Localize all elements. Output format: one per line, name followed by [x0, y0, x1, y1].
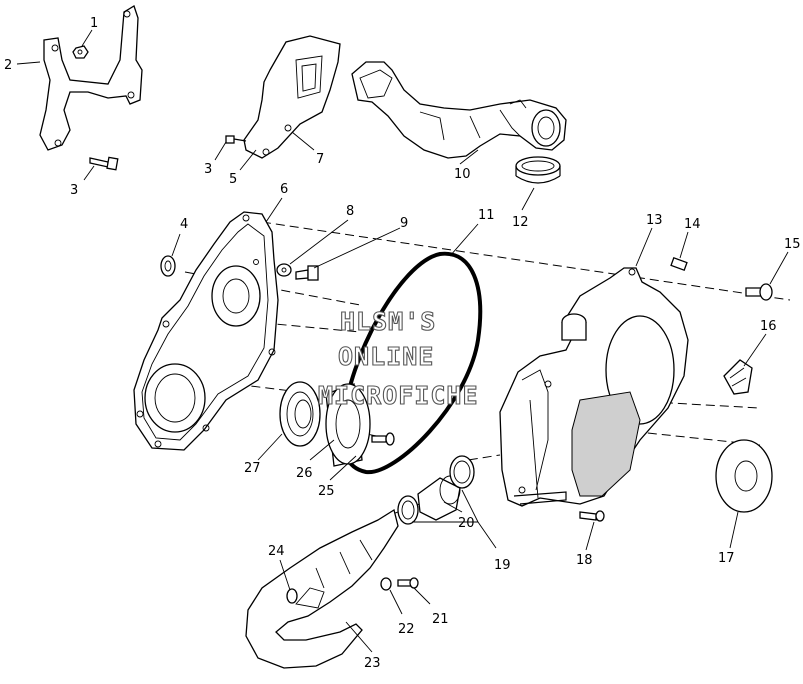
callout-16: 16	[760, 319, 777, 334]
callout-7: 7	[316, 152, 324, 167]
seal-part-27	[279, 381, 321, 447]
callout-1: 1	[90, 16, 98, 31]
callout-23: 23	[364, 656, 381, 671]
callout-24: 24	[268, 544, 285, 559]
callout-15: 15	[784, 237, 801, 252]
outlet-duct-part-23	[245, 508, 399, 669]
washer-part-4	[160, 255, 176, 277]
watermark-line-2: ONLINE	[338, 342, 434, 371]
cover-plate-part-5	[243, 35, 341, 159]
callout-3-lower: 3	[70, 183, 78, 198]
callout-17: 17	[718, 551, 735, 566]
callout-4: 4	[180, 217, 188, 232]
callout-5: 5	[229, 172, 237, 187]
callout-21: 21	[432, 612, 449, 627]
callout-22: 22	[398, 622, 415, 637]
callout-12: 12	[512, 215, 529, 230]
callout-13: 13	[646, 213, 663, 228]
watermark-line-3: MICROFICHE	[318, 381, 479, 410]
callout-8: 8	[346, 204, 354, 219]
callout-9: 9	[400, 216, 408, 231]
bolt-part-15	[745, 283, 773, 301]
coupler-part-20	[417, 475, 461, 521]
bolt-part-25	[371, 432, 395, 446]
callout-18: 18	[576, 553, 593, 568]
bolt-part-3-lower	[89, 156, 119, 171]
bracket-part-16	[723, 359, 753, 395]
callout-27: 27	[244, 461, 261, 476]
inner-cover-part-6	[133, 211, 279, 451]
callout-25: 25	[318, 484, 335, 499]
washer-part-8	[276, 263, 292, 277]
clamp-part-19a	[449, 455, 475, 489]
callout-14: 14	[684, 217, 701, 232]
callout-20: 20	[458, 516, 475, 531]
drum-part-26	[325, 383, 371, 467]
callout-3-upper: 3	[204, 162, 212, 177]
bolt-part-21	[397, 577, 419, 589]
callout-11: 11	[478, 208, 495, 223]
washer-part-24	[286, 588, 298, 604]
intake-duct-part-10	[351, 61, 567, 159]
outer-cover-part-13	[499, 267, 689, 507]
clamp-part-19b	[397, 495, 419, 525]
leader-lines	[16, 29, 789, 653]
seal-ring-part-12	[515, 156, 561, 184]
nut-part-1	[72, 45, 89, 59]
clip-part-14	[670, 257, 688, 271]
callout-26: 26	[296, 466, 313, 481]
callout-labels: 1 2 3 3 4 5 6 7 8 9 10 11 12 13 14 15 16…	[4, 16, 801, 671]
screw-part-3-upper	[225, 135, 247, 144]
bracket-part-2	[39, 5, 143, 151]
drive-belt-part-11	[340, 251, 483, 475]
watermark: HLSM'S ONLINE MICROFICHE	[317, 306, 479, 410]
watermark-line-1: HLSM'S	[340, 307, 436, 336]
callout-6: 6	[280, 182, 288, 197]
callout-19: 19	[494, 558, 511, 573]
bolt-part-9	[295, 265, 319, 281]
plate-part-17	[715, 439, 773, 513]
washer-part-22	[380, 577, 392, 591]
callout-2: 2	[4, 58, 12, 73]
screw-part-18	[579, 510, 605, 522]
callout-10: 10	[454, 167, 471, 182]
